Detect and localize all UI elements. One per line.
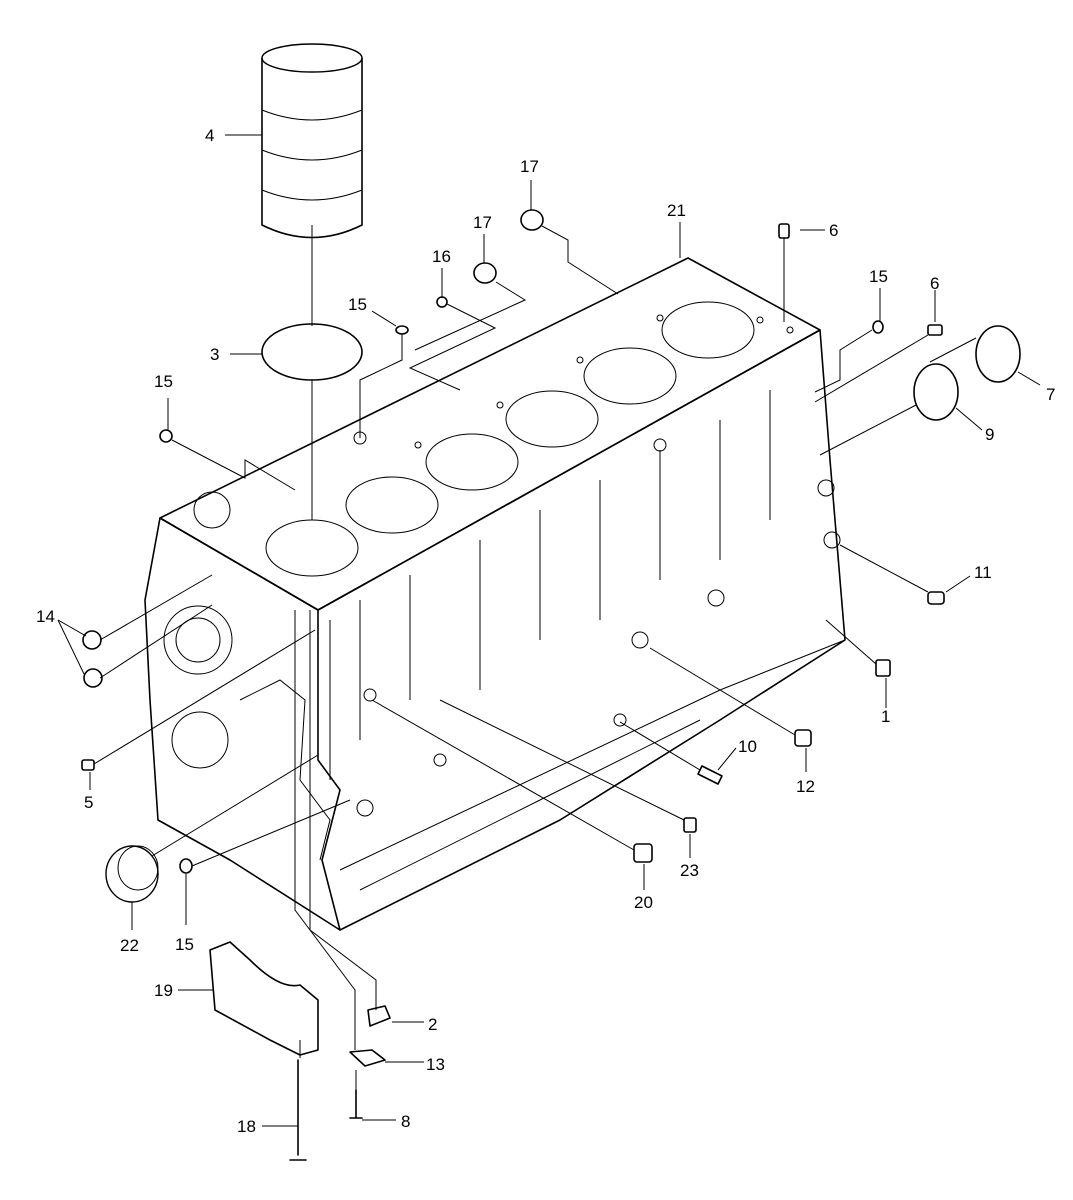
callout-17: 17 xyxy=(520,157,539,176)
callout-19: 19 xyxy=(154,981,173,1000)
callout-7: 7 xyxy=(1046,385,1055,404)
cover-plate xyxy=(975,325,1021,383)
screw-plug-c xyxy=(633,843,653,863)
callout-9: 9 xyxy=(985,425,994,444)
cylinder-block xyxy=(144,257,846,931)
o-ring-small-a xyxy=(395,325,409,335)
o-ring-small-c xyxy=(872,320,884,334)
core-plug-a xyxy=(82,630,102,650)
main-bearing-cap xyxy=(209,941,319,1056)
callout-13: 13 xyxy=(426,1055,445,1074)
callout-14: 14 xyxy=(36,607,55,626)
callout-12: 12 xyxy=(796,777,815,796)
washer xyxy=(436,296,448,308)
callout-15: 15 xyxy=(869,267,888,286)
callout-10: 10 xyxy=(738,737,757,756)
cover-gasket xyxy=(913,363,959,421)
oil-nozzle xyxy=(349,1049,386,1067)
pin xyxy=(927,591,945,605)
callout-20: 20 xyxy=(634,893,653,912)
cylinder-liner xyxy=(261,43,363,239)
dowel-pin-c xyxy=(81,759,95,771)
liner-o-ring xyxy=(261,323,363,381)
o-ring-small-b xyxy=(159,429,173,443)
callout-18: 18 xyxy=(237,1117,256,1136)
seal-ring xyxy=(105,845,159,903)
callout-17: 17 xyxy=(473,213,492,232)
expansion-plug-a xyxy=(473,262,497,284)
callout-11: 11 xyxy=(974,563,992,582)
callout-6: 6 xyxy=(930,274,939,293)
bolt-short xyxy=(349,1089,363,1119)
screw-plug-b xyxy=(794,729,812,747)
nozzle-fitting xyxy=(697,765,723,785)
callout-15: 15 xyxy=(154,372,173,391)
dowel-pin-a xyxy=(778,223,790,239)
callout-21: 21 xyxy=(667,201,686,220)
expansion-plug-b xyxy=(520,209,544,231)
callout-15: 15 xyxy=(175,935,194,954)
core-plug-b xyxy=(83,668,103,688)
o-ring-small-d xyxy=(179,858,193,874)
dowel-pin-b xyxy=(927,324,943,336)
callout-4: 4 xyxy=(205,126,214,145)
screw-plug-a xyxy=(875,659,891,677)
callout-8: 8 xyxy=(401,1112,410,1131)
bracket xyxy=(367,1005,391,1027)
callout-3: 3 xyxy=(210,345,219,364)
callout-2: 2 xyxy=(428,1015,437,1034)
callout-5: 5 xyxy=(84,793,93,812)
leader-lines xyxy=(57,134,1041,1127)
callout-23: 23 xyxy=(680,861,699,880)
callout-16: 16 xyxy=(432,247,451,266)
fitting xyxy=(683,817,697,833)
callout-1: 1 xyxy=(881,707,890,726)
callout-labels: 4 3 15 15 16 17 17 21 6 15 6 7 9 11 1 12… xyxy=(36,126,1055,1136)
callout-22: 22 xyxy=(120,936,139,955)
callout-15: 15 xyxy=(348,295,367,314)
bolt-long xyxy=(289,1059,307,1161)
callout-6: 6 xyxy=(829,221,838,240)
